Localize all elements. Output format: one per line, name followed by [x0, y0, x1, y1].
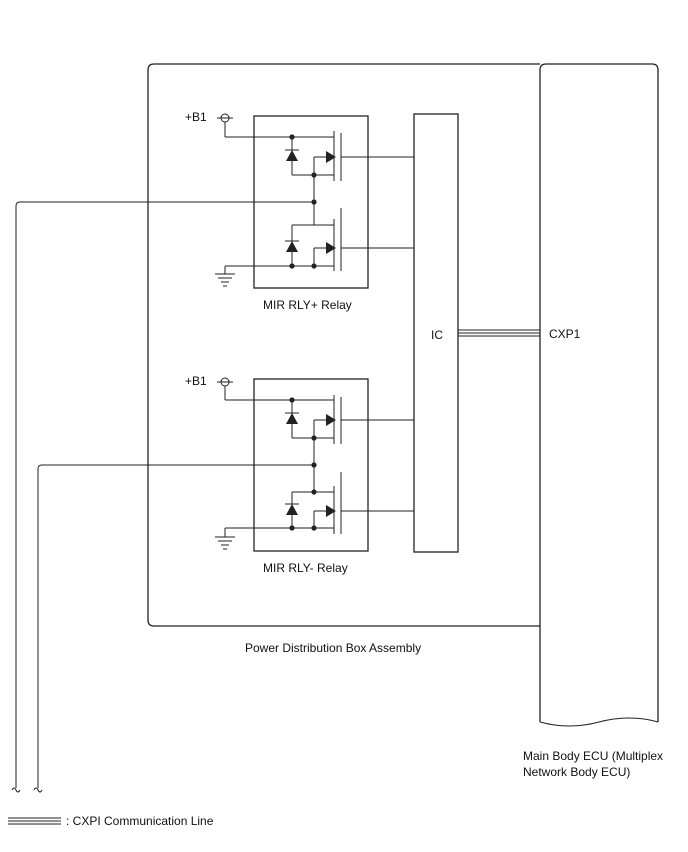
main-body-ecu-label-line2: Network Body ECU): [523, 765, 630, 779]
ground-icon: [215, 266, 235, 287]
diode-icon: [286, 413, 298, 424]
diode-icon: [286, 504, 298, 515]
cxp1-connector-label: CXP1: [549, 327, 581, 341]
mir-rly-minus-relay: [215, 377, 414, 552]
cxpi-legend-symbol: [8, 817, 61, 825]
cxpi-bus-ic-to-ecu: [458, 329, 540, 337]
cxpi-legend-label: : CXPI Communication Line: [66, 814, 214, 828]
relay-plus-label: MIR RLY+ Relay: [263, 298, 352, 312]
b1-label-upper: +B1: [185, 110, 207, 124]
ic-label: IC: [431, 328, 443, 342]
ground-icon: [215, 528, 235, 550]
power-distribution-box-outline: [147, 63, 540, 627]
main-body-ecu-break-line: [539, 717, 659, 727]
relay-minus-label: MIR RLY- Relay: [263, 561, 348, 575]
power-distribution-box-label: Power Distribution Box Assembly: [245, 641, 421, 655]
main-body-ecu-label-line1: Main Body ECU (Multiplex: [523, 749, 663, 763]
diode-icon: [286, 241, 298, 252]
output-wire-lower: [33, 464, 314, 793]
main-body-ecu-outline: [539, 63, 659, 722]
mir-rly-plus-relay: [215, 113, 414, 289]
b1-label-lower: +B1: [185, 374, 207, 388]
diode-icon: [286, 150, 298, 161]
output-wire-upper: [11, 201, 314, 793]
